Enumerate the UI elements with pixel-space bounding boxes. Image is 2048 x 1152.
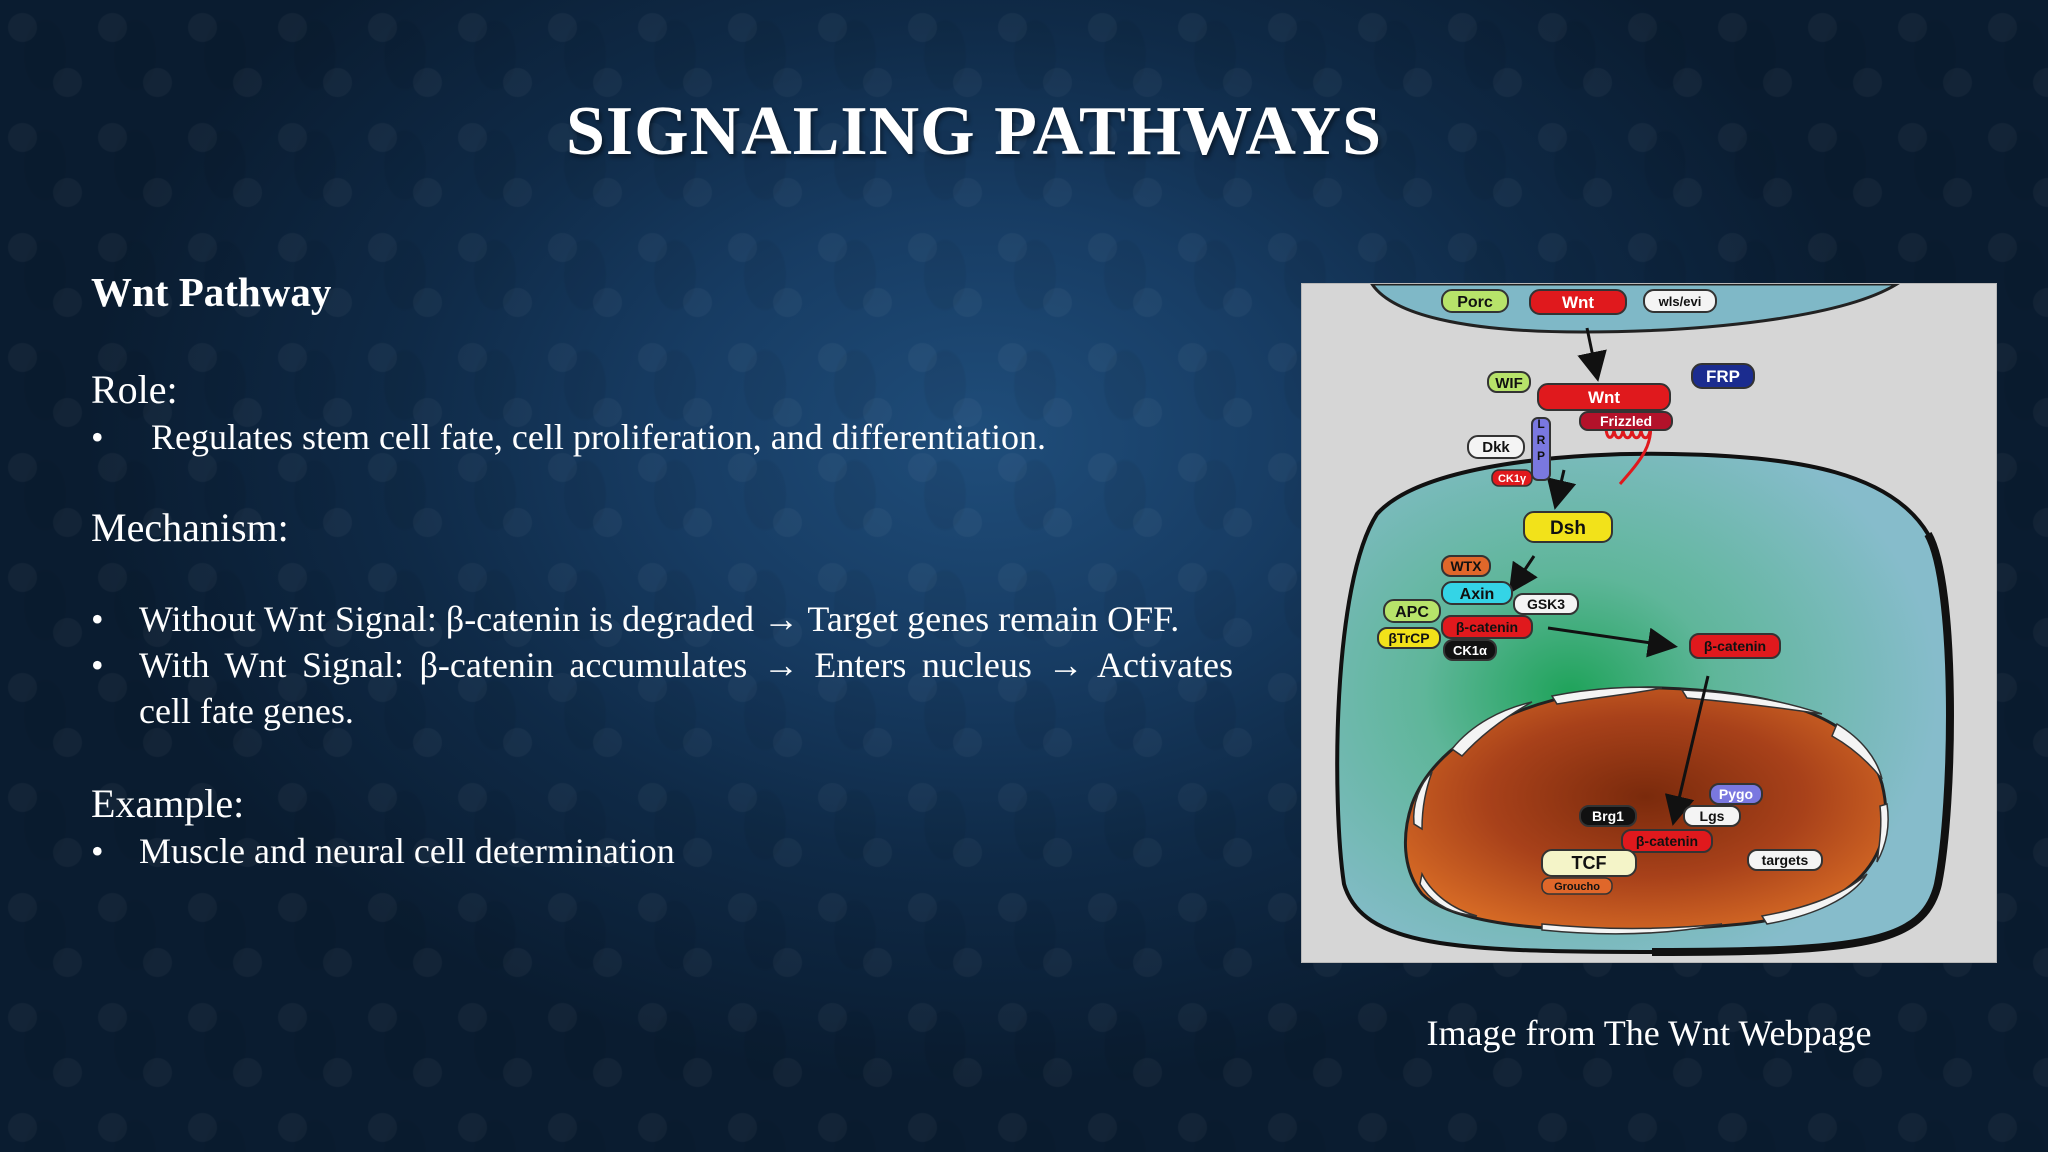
apc-label: APC	[1395, 604, 1429, 621]
wls-label: wls/evi	[1658, 294, 1702, 309]
wnt-ligand-label: Wnt	[1562, 293, 1594, 312]
slide-content: Wnt Pathway Role: Regulates stem cell fa…	[91, 268, 1233, 874]
arrow-bcatenin-to-nucleus	[1664, 675, 1710, 826]
cell-membrane-shadow	[1651, 531, 1954, 956]
mechanism-heading: Mechanism:	[91, 505, 289, 550]
arrow-complex-to-bcatenin	[1547, 626, 1678, 658]
mechanism-bullet: With Wnt Signal: β-catenin accumulates →…	[91, 642, 1233, 734]
bcatenin-complex-label: β-catenin	[1456, 619, 1518, 635]
lrp-receptor	[1531, 417, 1551, 481]
example-list: Muscle and neural cell determination	[91, 828, 1233, 874]
example-heading: Example:	[91, 781, 245, 826]
bcatenin-nucleus-label: β-catenin	[1636, 833, 1698, 849]
lrp-label-l: L	[1537, 417, 1544, 431]
protein-pills: Porc Wnt wls/evi WIF FRP Wnt Frizzled Dk…	[1377, 289, 1823, 895]
image-caption: Image from The Wnt Webpage	[1426, 1013, 1872, 1053]
example-bullet: Muscle and neural cell determination	[91, 828, 1233, 874]
wnt-receptor-label: Wnt	[1588, 388, 1620, 407]
ck1-gamma-label: CK1γ	[1498, 473, 1527, 485]
gsk3-label: GSK3	[1527, 596, 1565, 612]
role-bullet: Regulates stem cell fate, cell prolifera…	[91, 414, 1233, 460]
pathway-subtitle: Wnt Pathway	[91, 269, 332, 315]
pygo-label: Pygo	[1719, 786, 1753, 802]
slide-title: SIGNALING PATHWAYS	[565, 93, 1383, 170]
brg1-label: Brg1	[1592, 808, 1624, 824]
porc-label: Porc	[1457, 294, 1493, 311]
role-list: Regulates stem cell fate, cell prolifera…	[91, 414, 1233, 460]
bcatenin-cytoplasm-label: β-catenin	[1704, 638, 1766, 654]
diagram-svg: L R P Porc Wnt wls/evi WIF FRP Wnt Frizz…	[1335, 284, 1954, 956]
ck1-alpha-label: CK1α	[1453, 643, 1487, 658]
mechanism-bullet: Without Wnt Signal: β-catenin is degrade…	[91, 596, 1233, 642]
arrow-to-dsh	[1546, 469, 1577, 510]
dsh-label: Dsh	[1550, 518, 1586, 539]
targets-label: targets	[1762, 852, 1809, 868]
lrp-label-r: R	[1537, 433, 1546, 447]
axin-label: Axin	[1460, 586, 1495, 603]
wnt-pathway-diagram: L R P Porc Wnt wls/evi WIF FRP Wnt Frizz…	[1302, 284, 1996, 962]
role-heading: Role:	[91, 367, 178, 412]
arrow-wnt-to-frizzled	[1577, 327, 1607, 382]
lrp-label-p: P	[1537, 449, 1545, 463]
mechanism-list: Without Wnt Signal: β-catenin is degrade…	[91, 596, 1233, 734]
frizzled-label: Frizzled	[1600, 413, 1652, 429]
tcf-label: TCF	[1572, 853, 1607, 873]
groucho-label: Groucho	[1554, 881, 1600, 893]
frp-label: FRP	[1706, 367, 1740, 386]
btrcp-label: βTrCP	[1388, 630, 1429, 646]
arrow-dsh-to-complex	[1508, 555, 1538, 594]
lgs-label: Lgs	[1700, 808, 1725, 824]
wif-label: WIF	[1495, 375, 1523, 392]
nuclear-pores	[1412, 686, 1889, 935]
wtx-label: WTX	[1450, 558, 1482, 574]
dkk-label: Dkk	[1482, 439, 1510, 456]
